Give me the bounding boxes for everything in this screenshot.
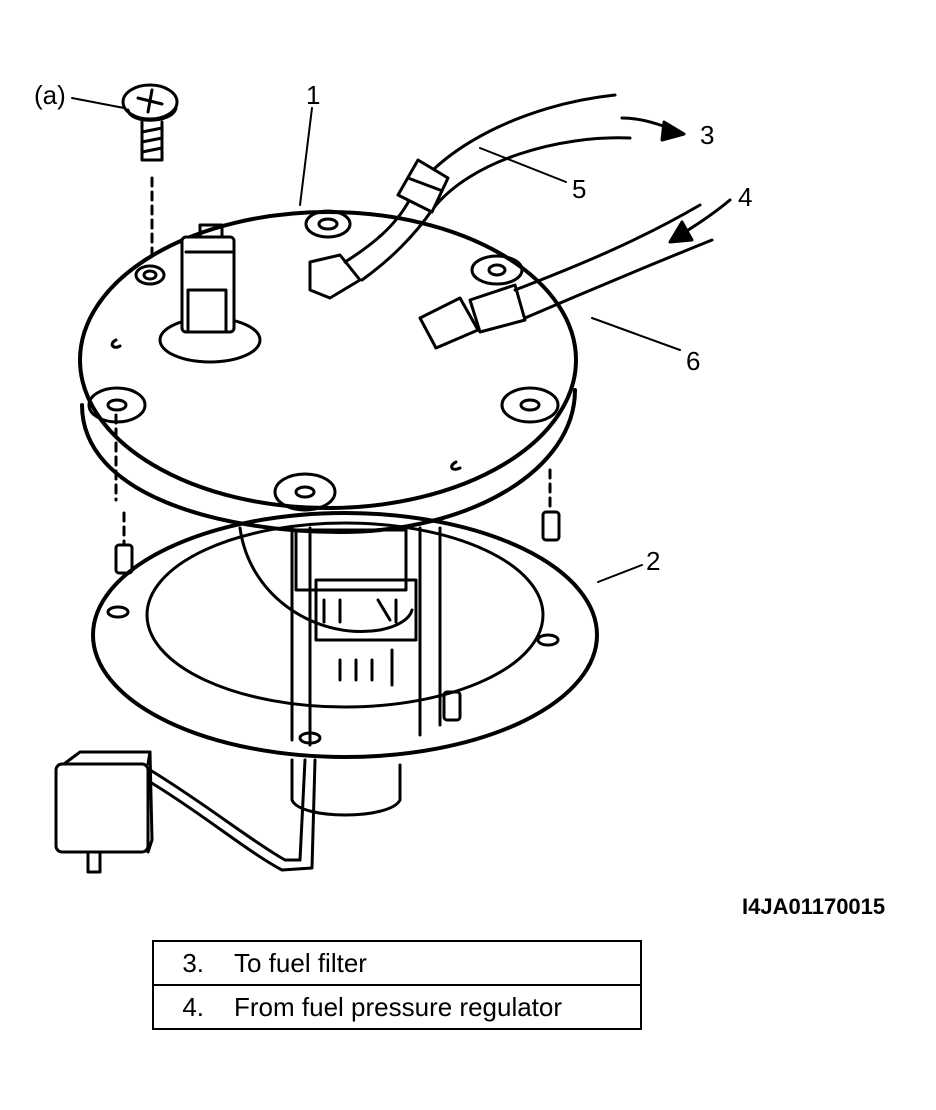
figure-id: I4JA01170015 [742, 894, 885, 919]
callout-6: 6 [686, 346, 700, 376]
hose-to-fuel-filter [308, 93, 632, 300]
callout-5: 5 [572, 174, 586, 204]
legend-number: 3. [182, 947, 204, 978]
leader-lines [71, 97, 681, 583]
electrical-connector [180, 223, 236, 334]
legend-text: To fuel filter [234, 947, 367, 978]
callout-1: 1 [306, 80, 320, 110]
flow-arrows [620, 116, 732, 244]
pump-body [238, 526, 442, 747]
legend-row: 3. To fuel filter [152, 940, 642, 986]
pump-bottom-cylinder [290, 758, 402, 817]
gasket-ring [91, 511, 599, 759]
callout-2: 2 [646, 546, 660, 576]
legend-row: 4. From fuel pressure regulator [152, 984, 642, 1030]
legend-table: 3. To fuel filter 4. From fuel pressure re… [152, 940, 642, 1030]
legend-number: 4. [182, 991, 204, 1022]
callout-4: 4 [738, 182, 752, 212]
callout-3: 3 [700, 120, 714, 150]
callout-a: (a) [34, 80, 66, 110]
fuel-level-sender [54, 750, 317, 874]
mounting-studs [114, 468, 561, 722]
hose-from-regulator [418, 203, 714, 350]
screw [121, 83, 179, 260]
legend-text: From fuel pressure regulator [234, 991, 563, 1022]
